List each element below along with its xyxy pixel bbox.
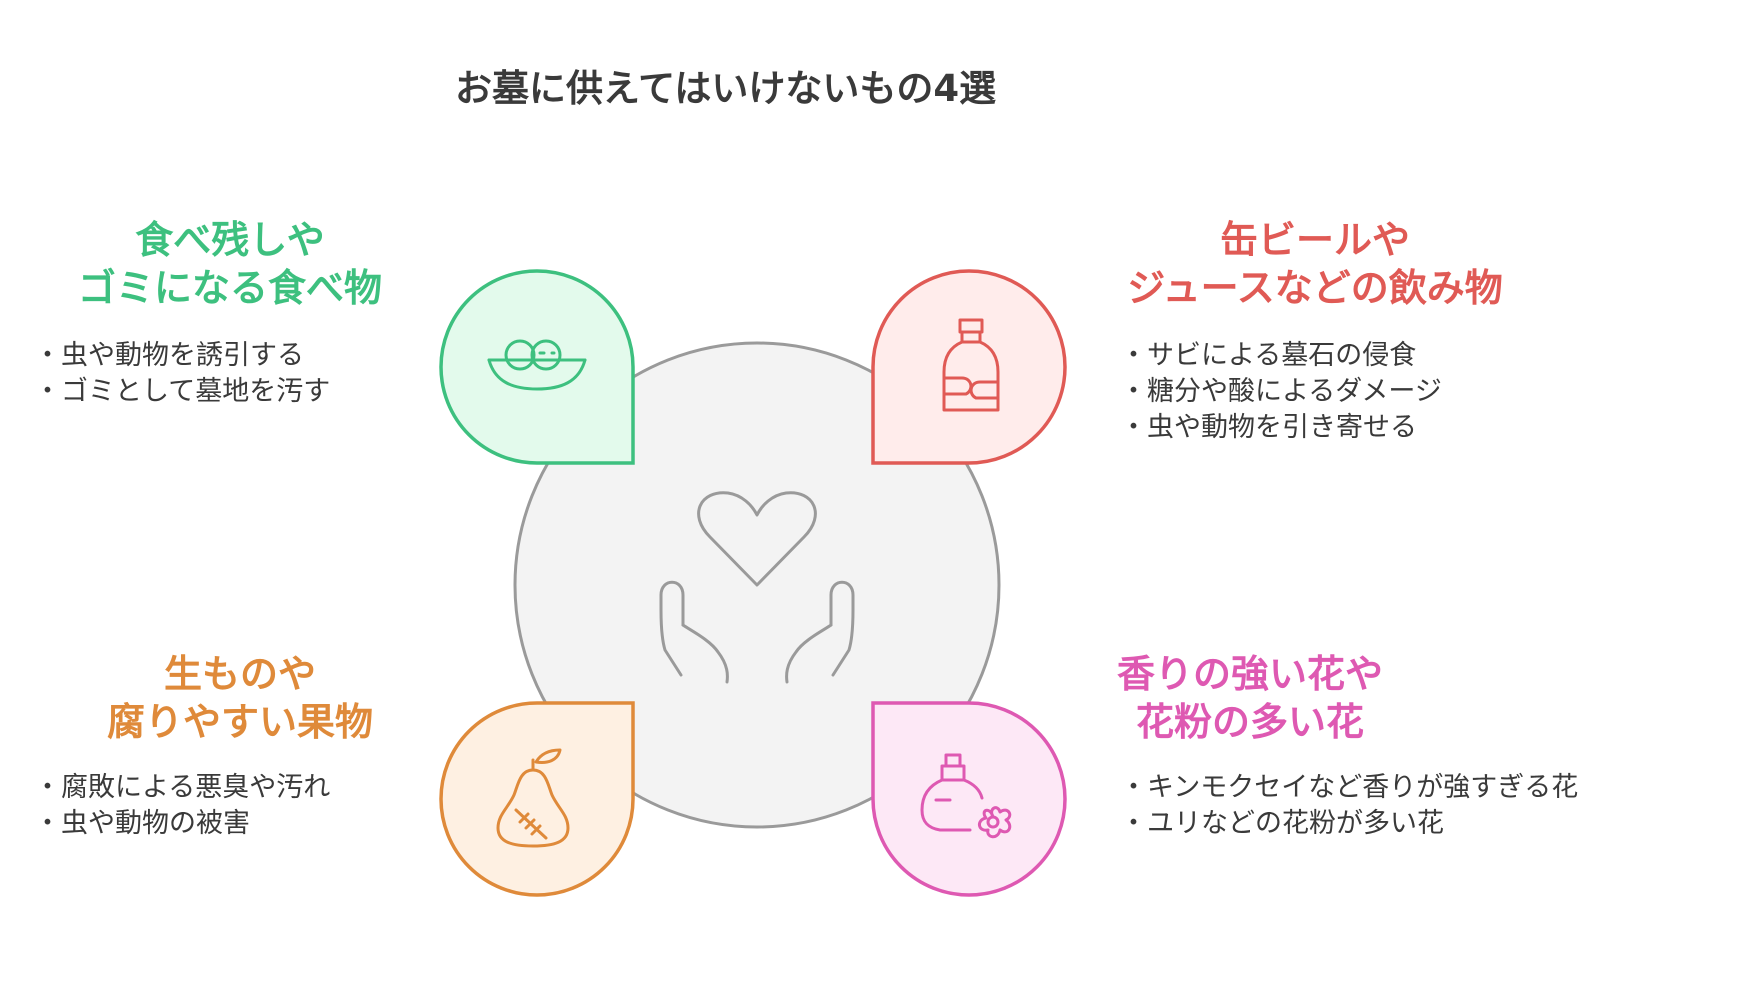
bullet-item: 虫や動物を引き寄せる	[1120, 410, 1442, 446]
bullet-item: ユリなどの花粉が多い花	[1120, 806, 1578, 842]
drop-strong-flowers	[871, 701, 1067, 897]
bullets-drinks: サビによる墓石の侵食 糖分や酸によるダメージ 虫や動物を引き寄せる	[1120, 338, 1442, 446]
heading-drinks: 缶ビールや ジュースなどの飲み物	[1115, 216, 1515, 312]
heading-strong-flowers-line1: 香りの強い花や	[1116, 652, 1383, 696]
bullet-item: 虫や動物の被害	[34, 806, 330, 842]
heading-perishables-line2: 腐りやすい果物	[106, 700, 373, 744]
heading-food-waste-line2: ゴミになる食べ物	[77, 266, 382, 310]
bullet-item: キンモクセイなど香りが強すぎる花	[1120, 770, 1578, 806]
bullet-item: ゴミとして墓地を汚す	[34, 374, 330, 410]
drop-food-waste	[439, 269, 635, 465]
bullet-item: 虫や動物を誘引する	[34, 338, 330, 374]
heading-drinks-line1: 缶ビールや	[1219, 218, 1410, 262]
heading-perishables: 生ものや 腐りやすい果物	[90, 650, 390, 746]
heading-drinks-line2: ジュースなどの飲み物	[1127, 266, 1503, 310]
bullets-food-waste: 虫や動物を誘引する ゴミとして墓地を汚す	[34, 338, 330, 410]
drop-perishables	[439, 701, 635, 897]
heading-food-waste-line1: 食べ残しや	[135, 218, 325, 262]
bottle-icon	[942, 318, 1000, 412]
heading-food-waste: 食べ残しや ゴミになる食べ物	[40, 216, 420, 312]
page-title: お墓に供えてはいけないもの4選	[455, 67, 997, 110]
drop-drinks	[871, 269, 1067, 465]
heading-perishables-line1: 生ものや	[163, 652, 316, 696]
heart-hands-icon	[659, 491, 855, 684]
perfume-flower-icon	[920, 753, 1012, 839]
bullets-strong-flowers: キンモクセイなど香りが強すぎる花 ユリなどの花粉が多い花	[1120, 770, 1578, 842]
bullet-item: 糖分や酸によるダメージ	[1120, 374, 1442, 410]
salad-bowl-icon	[487, 339, 587, 391]
bullet-item: 腐敗による悪臭や汚れ	[34, 770, 330, 806]
bullets-perishables: 腐敗による悪臭や汚れ 虫や動物の被害	[34, 770, 330, 842]
bullet-item: サビによる墓石の侵食	[1120, 338, 1442, 374]
heading-strong-flowers-line2: 花粉の多い花	[1135, 700, 1364, 744]
heading-strong-flowers: 香りの強い花や 花粉の多い花	[1110, 650, 1390, 746]
rotten-pear-icon	[496, 748, 570, 848]
